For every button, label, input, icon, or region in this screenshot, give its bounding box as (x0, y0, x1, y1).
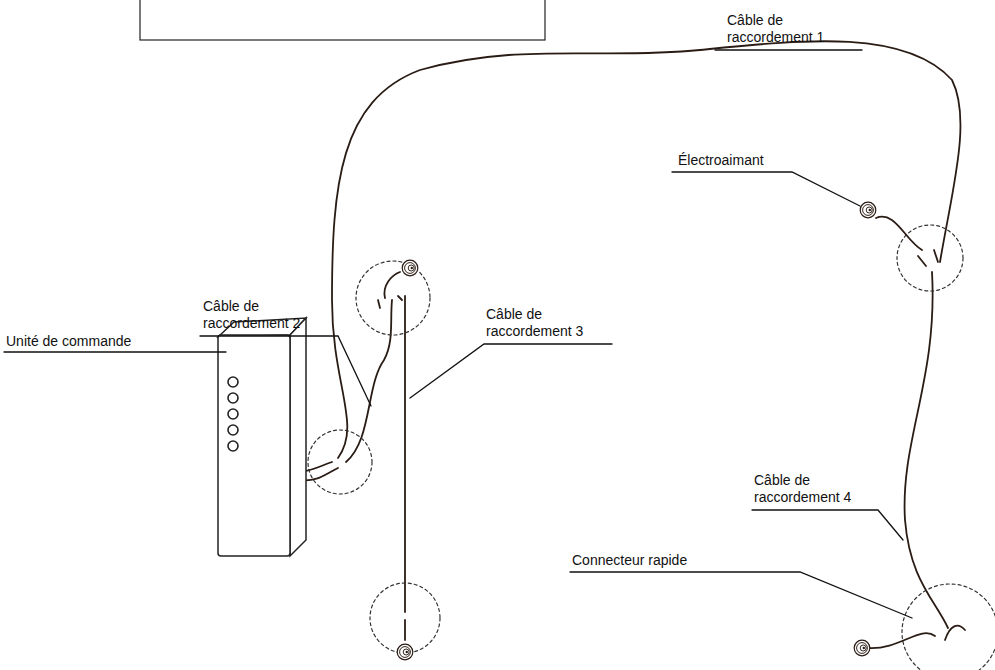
leader-lines (4, 50, 912, 618)
connector-circle (370, 583, 440, 653)
title-frame (140, 0, 545, 40)
magnet-wire (876, 217, 938, 266)
magnet-wire (868, 626, 965, 648)
electromagnet (402, 260, 418, 276)
connector-circle (308, 430, 372, 494)
part-label: Câble de raccordement 2 (203, 298, 315, 332)
cable-3 (404, 296, 406, 612)
cable-2 (346, 300, 392, 462)
electromagnet (860, 202, 876, 218)
control-unit (218, 318, 306, 556)
part-label: Câble de raccordement 3 (486, 306, 598, 340)
quick-connector-circle (902, 584, 995, 670)
cable-4 (905, 272, 948, 628)
part-label: Unité de commande (6, 333, 196, 350)
part-label: Câble de raccordement 1 (727, 12, 839, 46)
electromagnet (854, 640, 870, 656)
part-label: Câble de raccordement 4 (754, 472, 866, 506)
part-label: Connecteur rapide (572, 552, 772, 569)
electromagnet (397, 644, 413, 660)
magnet-wire (404, 620, 406, 640)
magnet-wire (384, 272, 400, 298)
plug (378, 296, 402, 308)
part-label: Électroaimant (678, 152, 808, 169)
cable-1 (332, 41, 960, 458)
connector-circle (356, 261, 430, 335)
